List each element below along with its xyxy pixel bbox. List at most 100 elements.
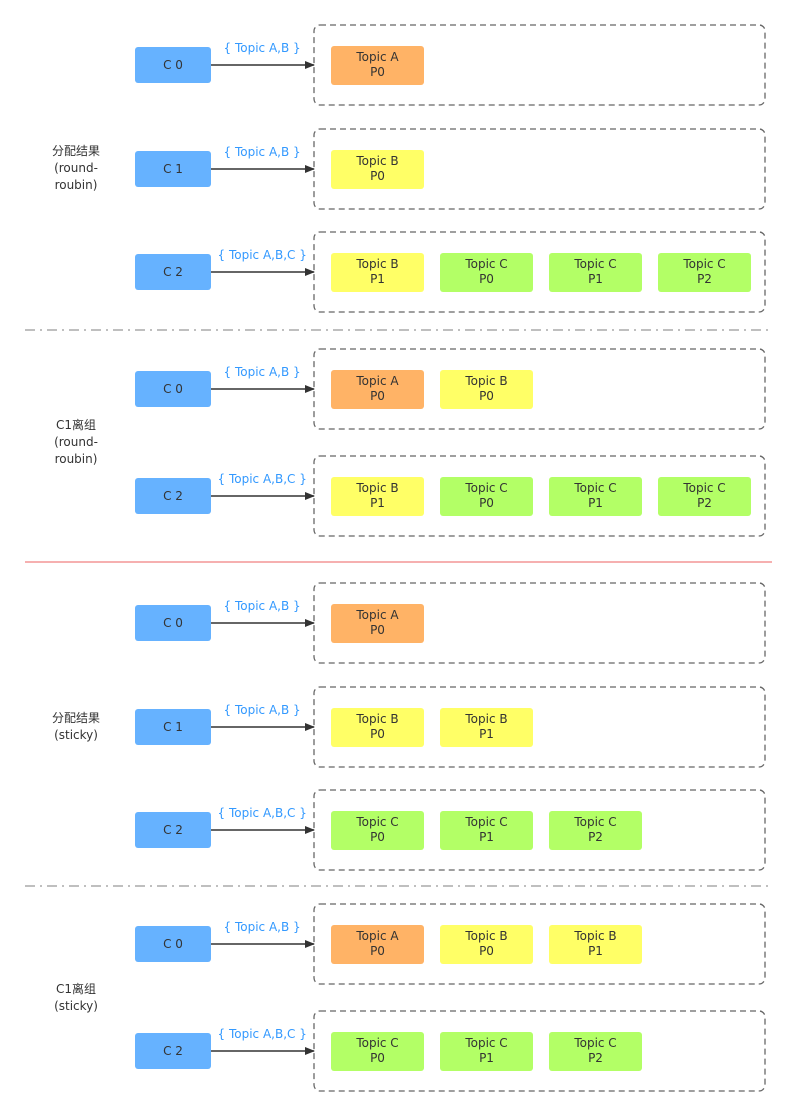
partition-topic: Topic B	[465, 929, 508, 943]
partition-id: P0	[370, 623, 385, 637]
consumer-node: C 2	[135, 1033, 211, 1069]
subscription-label: { Topic A,B,C }	[217, 248, 307, 262]
subscription-label: { Topic A,B }	[223, 920, 301, 934]
partition-id: P2	[588, 1051, 603, 1065]
partition-topic: Topic C	[683, 481, 726, 495]
consumer-node: C 0	[135, 47, 211, 83]
partition-topic: Topic C	[574, 257, 617, 271]
partition-topic: Topic C	[574, 481, 617, 495]
section-label: C1离组 (sticky)	[54, 981, 98, 1013]
partition-topic: Topic B	[356, 481, 399, 495]
partition-id: P0	[370, 944, 385, 958]
subscription-label: { Topic A,B,C }	[217, 472, 307, 486]
partition-topic: Topic A	[356, 50, 399, 64]
partition-id: P2	[588, 830, 603, 844]
assignment-group-box	[313, 128, 766, 210]
assignment-group-box	[313, 455, 766, 537]
partition-id: P1	[479, 830, 494, 844]
assignment-group-box	[313, 348, 766, 430]
partition-topic: Topic C	[465, 481, 508, 495]
subscription-label: { Topic A,B,C }	[217, 806, 307, 820]
partition-topic: Topic B	[356, 154, 399, 168]
partition-id: P0	[370, 389, 385, 403]
partition-id: P0	[370, 1051, 385, 1065]
partition-id: P0	[370, 169, 385, 183]
partition-id: P0	[479, 389, 494, 403]
partition-topic: Topic C	[465, 257, 508, 271]
subscription-label: { Topic A,B }	[223, 41, 301, 55]
partition-id: P0	[479, 496, 494, 510]
partition-id: P0	[370, 65, 385, 79]
subscription-label: { Topic A,B }	[223, 365, 301, 379]
section-label: C1离组 (round- roubin)	[54, 418, 98, 466]
partition-topic: Topic C	[465, 815, 508, 829]
partition-id: P0	[370, 727, 385, 741]
consumer-node: C 0	[135, 926, 211, 962]
partition-id: P2	[697, 272, 712, 286]
subscription-label: { Topic A,B,C }	[217, 1027, 307, 1041]
assignment-group-box	[313, 582, 766, 664]
consumer-node: C 1	[135, 709, 211, 745]
subscription-label: { Topic A,B }	[223, 703, 301, 717]
assignment-group-box	[313, 24, 766, 106]
partition-topic: Topic C	[574, 815, 617, 829]
partition-topic: Topic C	[356, 815, 399, 829]
partition-id: P2	[697, 496, 712, 510]
section-label: 分配结果 (round- roubin)	[51, 144, 100, 192]
partition-id: P1	[588, 272, 603, 286]
partition-id: P1	[588, 944, 603, 958]
partition-id: P1	[370, 272, 385, 286]
assignment-group-box	[313, 903, 766, 985]
partition-topic: Topic C	[465, 1036, 508, 1050]
assignment-group-box	[313, 1010, 766, 1092]
partition-topic: Topic A	[356, 374, 399, 388]
consumer-node: C 0	[135, 371, 211, 407]
partition-topic: Topic B	[574, 929, 617, 943]
partition-id: P1	[588, 496, 603, 510]
consumer-node: C 2	[135, 812, 211, 848]
partition-topic: Topic C	[356, 1036, 399, 1050]
partition-id: P1	[479, 1051, 494, 1065]
partition-topic: Topic B	[465, 374, 508, 388]
partition-id: P0	[370, 830, 385, 844]
partition-topic: Topic B	[465, 712, 508, 726]
partition-topic: Topic B	[356, 712, 399, 726]
assignment-group-box	[313, 231, 766, 313]
consumer-node: C 1	[135, 151, 211, 187]
subscription-label: { Topic A,B }	[223, 599, 301, 613]
consumer-node: C 0	[135, 605, 211, 641]
partition-topic: Topic A	[356, 929, 399, 943]
consumer-node: C 2	[135, 478, 211, 514]
assignment-group-box	[313, 789, 766, 871]
partition-topic: Topic C	[574, 1036, 617, 1050]
partition-id: P1	[370, 496, 385, 510]
subscription-label: { Topic A,B }	[223, 145, 301, 159]
section-label: 分配结果 (sticky)	[51, 710, 100, 742]
partition-id: P0	[479, 272, 494, 286]
